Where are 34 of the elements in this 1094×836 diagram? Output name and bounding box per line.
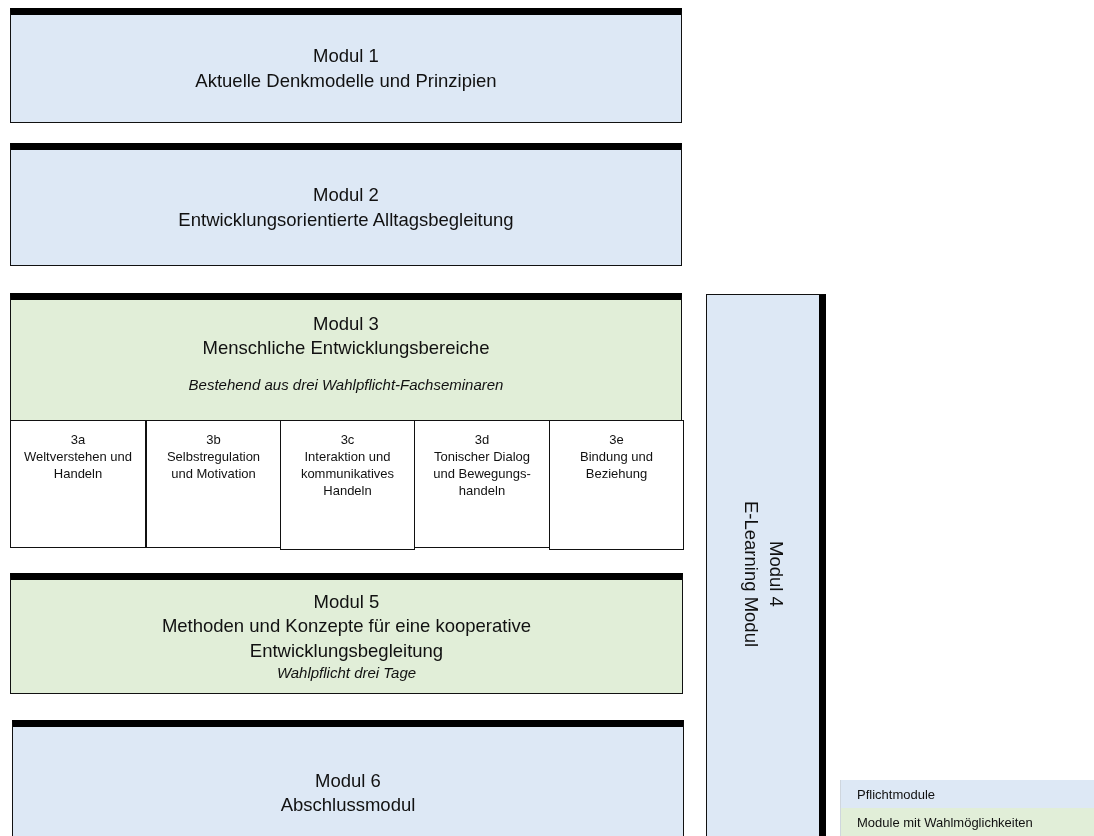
module-number: 3e	[609, 431, 624, 449]
module-box	[10, 573, 683, 694]
module-number: 3a	[70, 431, 86, 449]
module-note: Wahlpflicht drei Tage	[276, 663, 417, 683]
module-title: Interaktion und kommunikatives Handeln	[299, 448, 396, 500]
module-title: Menschliche Entwicklungsbereiche	[202, 336, 490, 361]
module-number: Modul 6	[315, 769, 381, 793]
module-title: Aktuelle Denkmodelle und Prinzipien	[195, 68, 497, 93]
module-number: 3b	[206, 431, 221, 449]
module-box	[10, 8, 682, 123]
module-note: Bestehend aus drei Wahlpflicht-Fachseminaren	[188, 374, 504, 395]
module-title: Bindung und Beziehung	[579, 448, 654, 483]
module-number: 3c	[340, 431, 355, 449]
module-title: Methoden und Konzepte für eine kooperative Entwicklungsbegleitung	[160, 614, 533, 663]
module-box	[12, 720, 684, 836]
module-title: Tonischer Dialog und Bewegungs-handeln	[432, 448, 532, 500]
legend-item: Module mit Wahlmöglichkeiten	[840, 808, 1094, 836]
module-box	[10, 293, 682, 421]
seminar-box	[549, 420, 684, 550]
legend-item: Pflichtmodule	[840, 780, 1094, 808]
module-number: Modul 3	[313, 312, 379, 336]
module-label: Modul 4 E-Learning Modul	[740, 501, 788, 647]
seminar-box	[146, 420, 281, 548]
module-title: Entwicklungsorientierte Alltagsbegleitung	[178, 207, 514, 232]
module-number: Modul 5	[313, 590, 380, 614]
module-title: Weltverstehen und Handeln	[23, 448, 133, 483]
module-number: Modul 2	[313, 183, 379, 208]
module-number: Modul 1	[313, 44, 379, 69]
module-title: Abschlussmodul	[280, 793, 416, 818]
module-title: Selbstregulation und Motivation	[165, 448, 262, 483]
seminar-box	[10, 420, 146, 548]
module-box	[10, 143, 682, 266]
module-number: 3d	[474, 431, 490, 449]
module-column	[706, 294, 826, 836]
